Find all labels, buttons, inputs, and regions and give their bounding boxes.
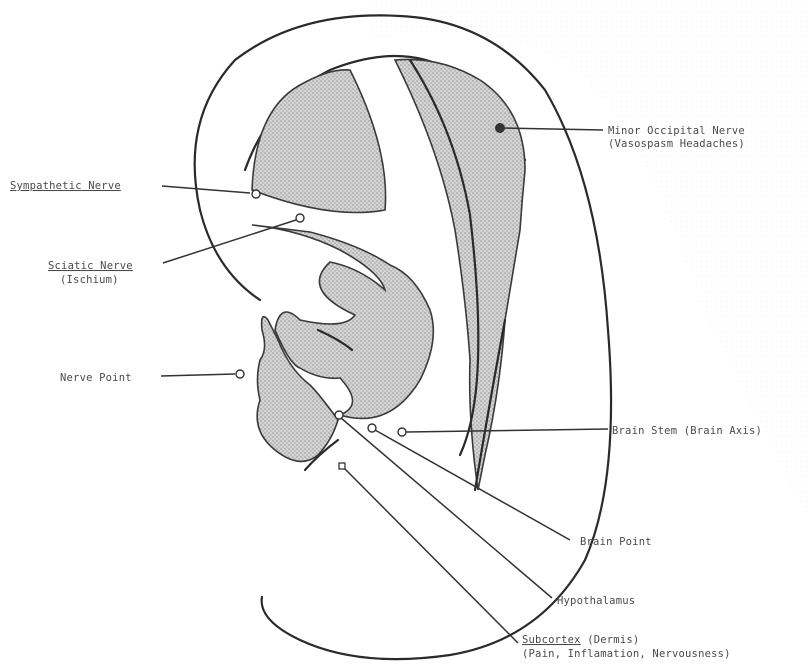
sympathetic-leader	[162, 186, 250, 193]
nerve-point-point	[236, 370, 244, 378]
brain-point-point	[368, 424, 376, 432]
minor-occipital-label: Minor Occipital Nerve	[608, 125, 745, 137]
sciatic-note: (Ischium)	[60, 274, 119, 286]
subcortex-note: (Pain, Inflamation, Nervousness)	[522, 648, 731, 660]
sciatic-label: Sciatic Nerve	[48, 260, 133, 272]
nerve-point-leader	[161, 374, 235, 376]
subcortex-point	[339, 463, 345, 469]
brain-stem-label: Brain Stem (Brain Axis)	[612, 425, 762, 437]
antihelix-shaded	[395, 59, 525, 490]
sympathetic-label: Sympathetic Nerve	[10, 180, 121, 192]
brain-point-label: Brain Point	[580, 536, 652, 548]
sciatic-point	[296, 214, 304, 222]
subcortex-title: Subcortex	[522, 634, 581, 646]
brain-stem-point	[398, 428, 406, 436]
sympathetic-point	[252, 190, 260, 198]
hypothalamus-label: Hypothalamus	[557, 595, 635, 607]
subcortex-suffix: (Dermis)	[581, 634, 640, 646]
subcortex-label: Subcortex (Dermis)	[522, 634, 639, 646]
sciatic-leader	[163, 220, 296, 263]
brain-stem-leader	[406, 429, 608, 432]
upper-fossa-shaded	[252, 70, 386, 213]
nerve-point-label: Nerve Point	[60, 372, 132, 384]
minor-occipital-note: (Vasospasm Headaches)	[608, 138, 745, 150]
